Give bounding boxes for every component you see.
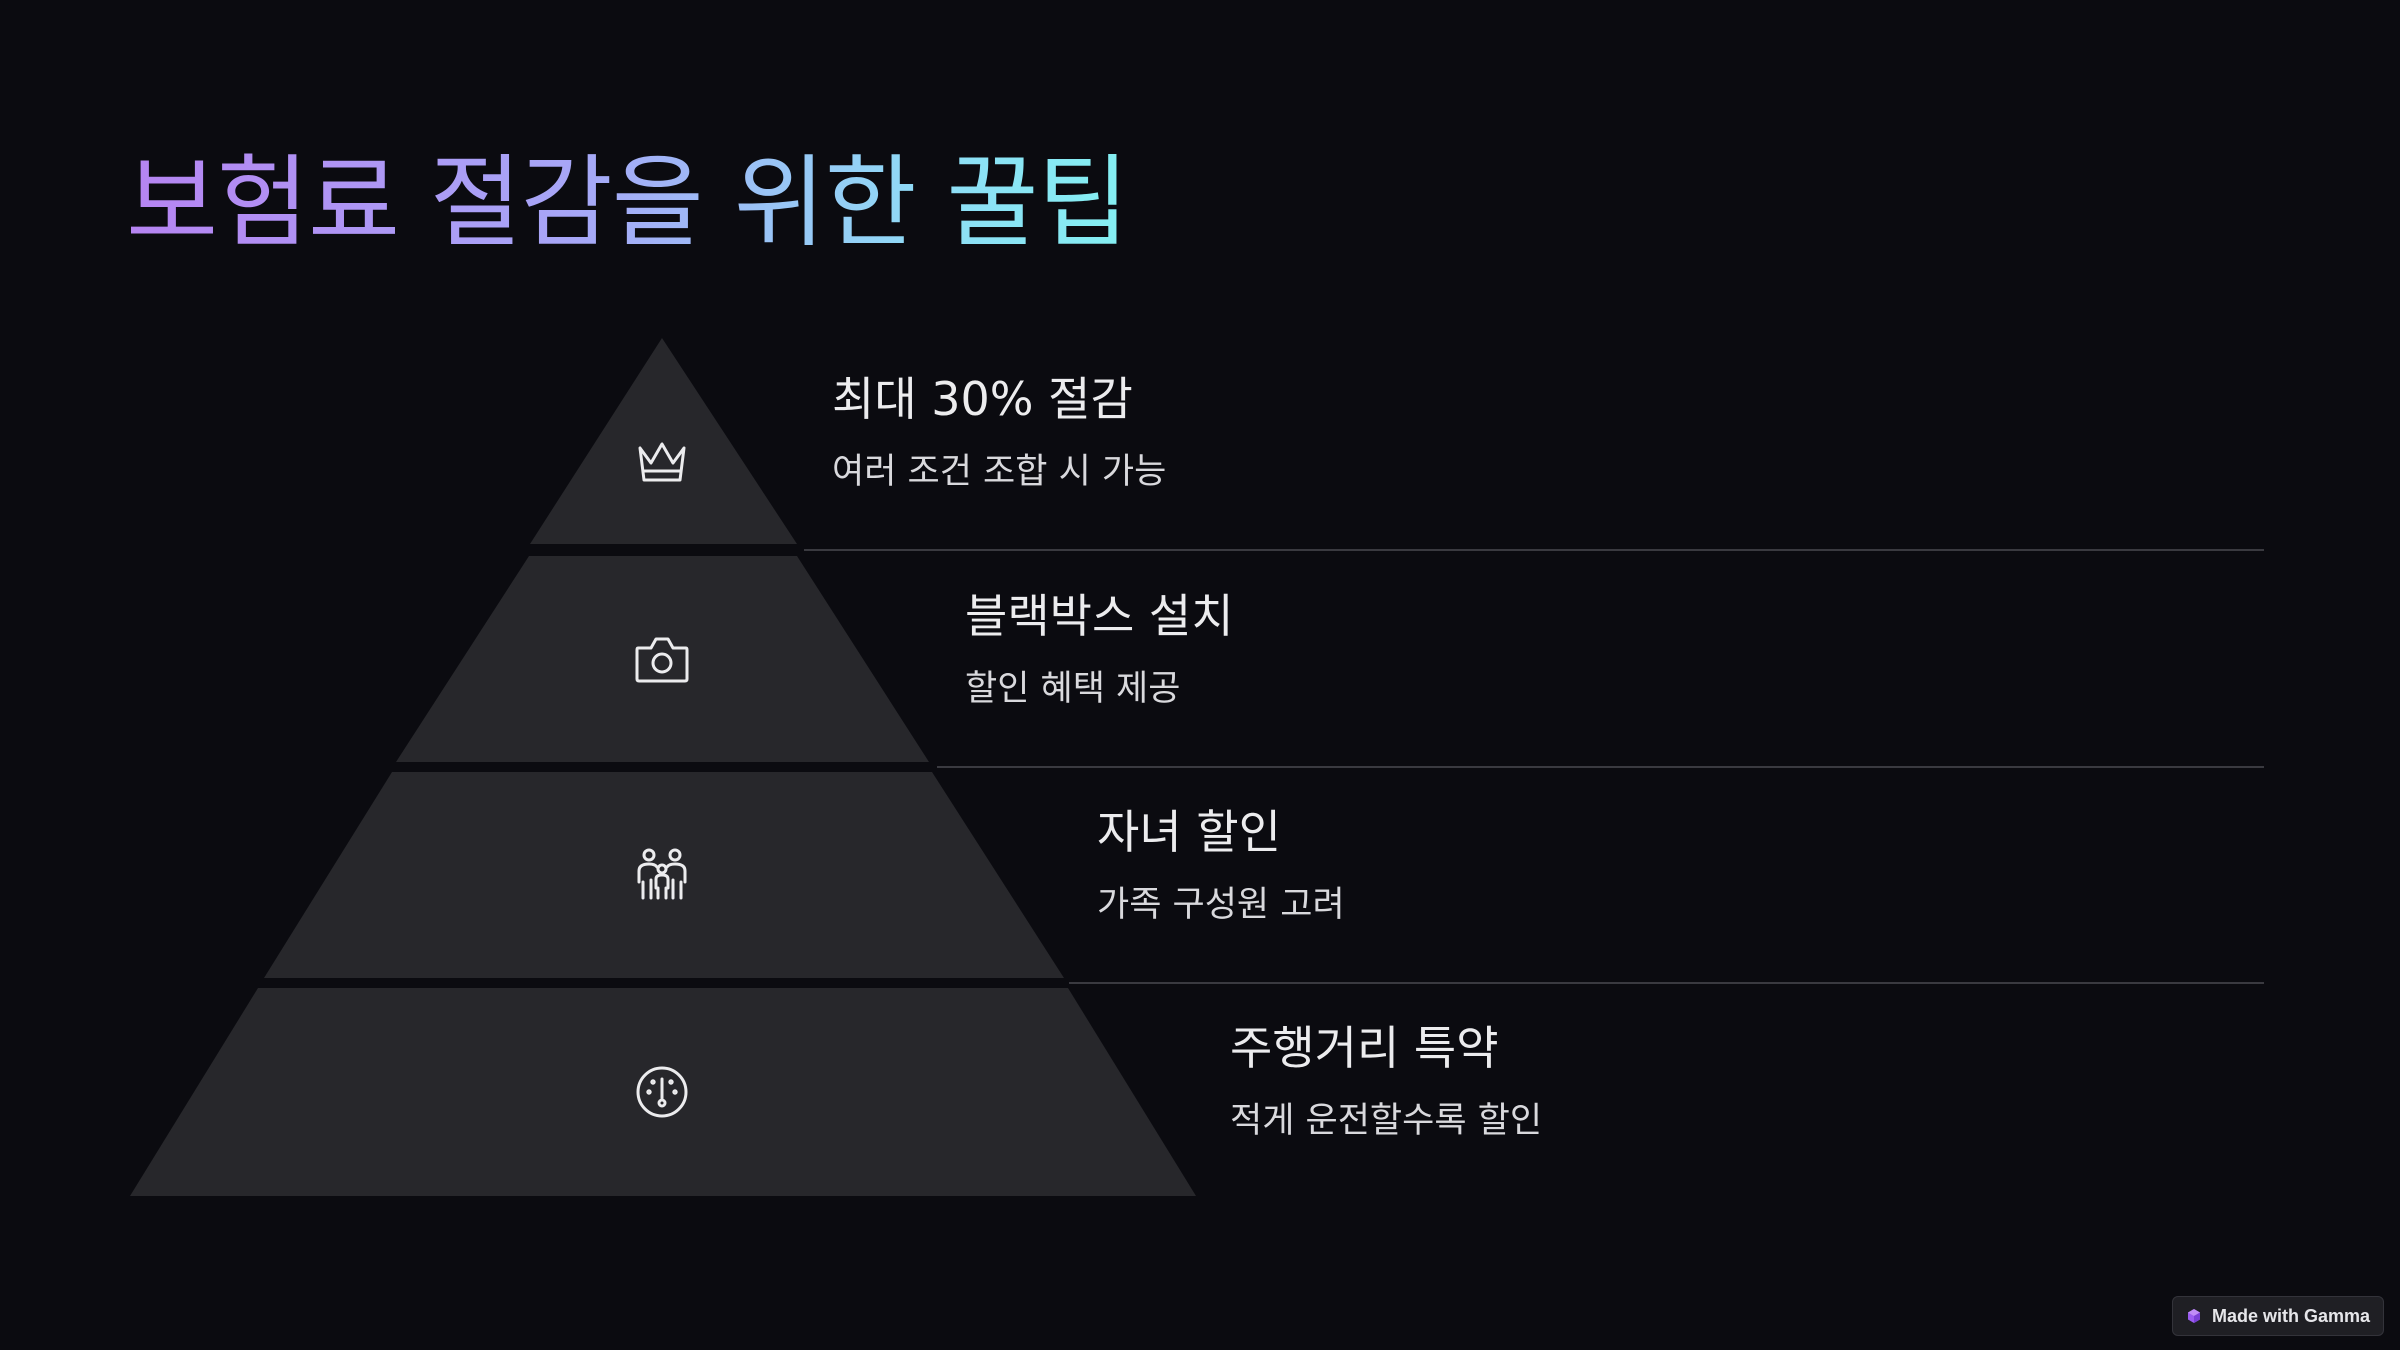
tier-3-text: 자녀 할인 가족 구성원 고려 [1097,803,1345,927]
divider-line-3 [1069,982,2264,984]
tier-1-description: 여러 조건 조합 시 가능 [832,452,1167,492]
badge-label: Made with Gamma [2211,1305,2371,1326]
tier-3-description: 가족 구성원 고려 [1097,885,1345,925]
speedometer-icon [636,1066,688,1118]
tier-4-description: 적게 운전할수록 할인 [1230,1101,1543,1141]
camera-icon [635,637,689,683]
made-with-gamma-badge[interactable]: Made with Gamma [2172,1296,2384,1336]
family-icon [637,848,687,900]
tier-2-text: 블랙박스 설치 할인 혜택 제공 [965,587,1234,711]
tier-2-heading: 블랙박스 설치 [965,589,1234,643]
gamma-logo-icon [2187,1309,2200,1323]
page-title: 보험료 절감을 위한 꿀팁 [126,138,1129,268]
pyramid-tier-2 [396,556,929,762]
divider-line-1 [804,549,2264,551]
tier-4-heading: 주행거리 특약 [1230,1021,1499,1075]
tier-4-text: 주행거리 특약 적게 운전할수록 할인 [1230,1019,1542,1143]
crown-icon [638,442,686,482]
tier-1-text: 최대 30% 절감 여러 조건 조합 시 가능 [832,370,1166,494]
tier-1-heading: 최대 30% 절감 [832,372,1133,426]
divider-line-2 [937,766,2264,768]
tier-2-description: 할인 혜택 제공 [965,669,1181,709]
pyramid-tier-1 [530,338,797,544]
tier-3-heading: 자녀 할인 [1097,805,1281,859]
